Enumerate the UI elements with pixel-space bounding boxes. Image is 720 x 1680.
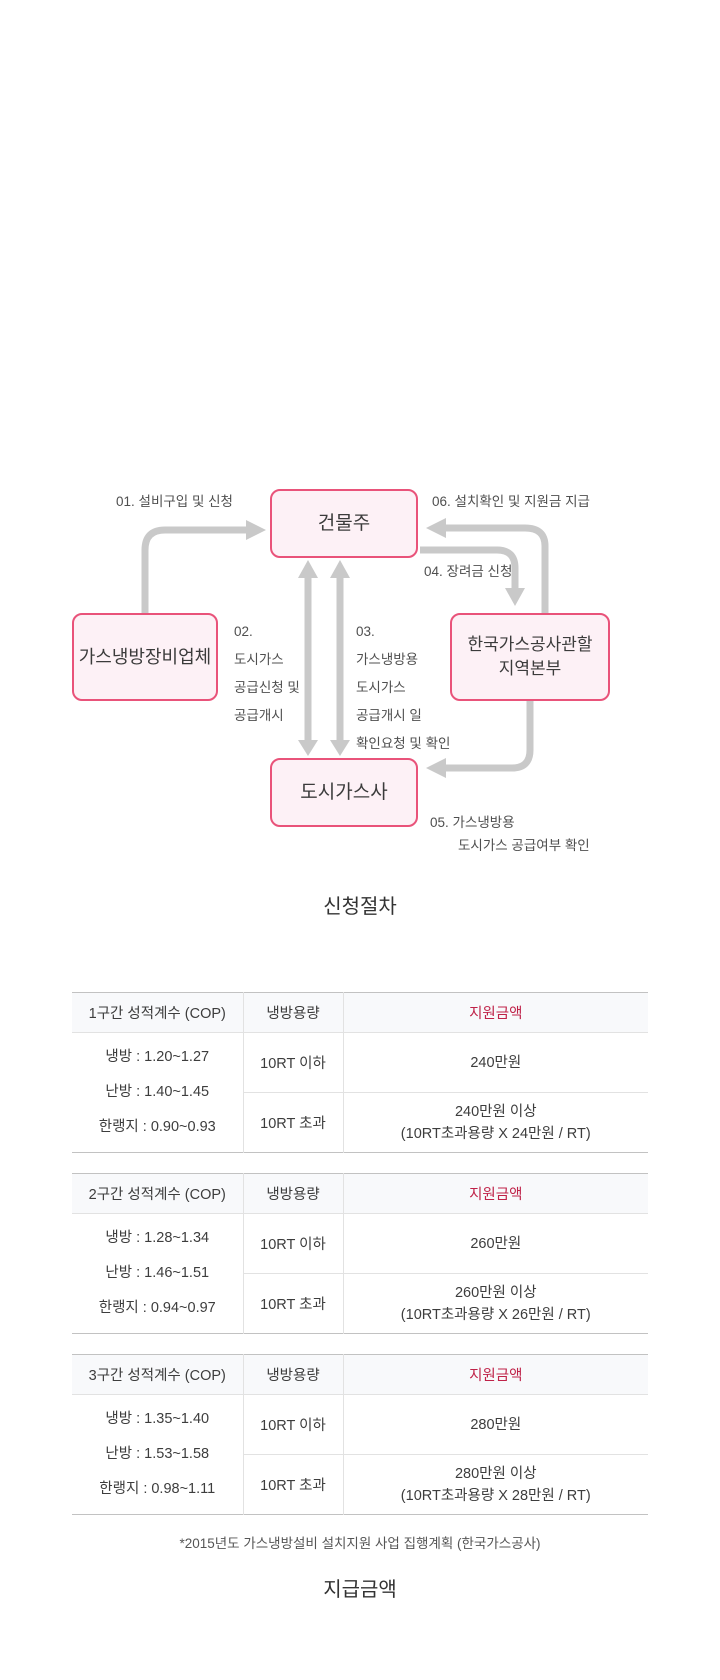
header-amount: 지원금액: [343, 1173, 648, 1214]
cell-amount: 240만원 이상 (10RT초과용량 X 24만원 / RT): [343, 1092, 648, 1153]
table-row: 10RT 초과 240만원 이상 (10RT초과용량 X 24만원 / RT): [72, 1092, 648, 1153]
arrowhead-step-02-up: [298, 560, 318, 578]
cell-capacity: 10RT 초과: [243, 1092, 344, 1153]
table-header-row: 3구간 성적계수 (COP) 냉방용량 지원금액: [72, 1354, 648, 1395]
price-table: 3구간 성적계수 (COP) 냉방용량 지원금액 냉방 : 1.35~1.40 …: [72, 1354, 648, 1515]
header-cop: 3구간 성적계수 (COP): [72, 1354, 244, 1395]
node-kogas-regional-hq: 한국가스공사관할 지역본부: [450, 613, 610, 701]
arrowhead-step-04: [505, 588, 525, 606]
cell-capacity: 10RT 초과: [243, 1454, 344, 1515]
cell-capacity: 10RT 이하: [243, 1213, 344, 1274]
table-row: 냉방 : 1.20~1.27 난방 : 1.40~1.45 한랭지 : 0.90…: [72, 1032, 648, 1153]
cell-amount: 240만원: [470, 1054, 522, 1071]
step-label-05-line1: 05. 가스냉방용: [430, 815, 515, 830]
step-label-02: 02. 도시가스 공급신청 및 공급개시: [234, 624, 300, 723]
node-equipment-company: 가스냉방장비업체: [72, 613, 218, 701]
arrowhead-step-01: [246, 520, 266, 540]
arrow-step-04: [420, 546, 519, 588]
section-title-payment: 지급금액: [323, 1579, 397, 1601]
cell-cop-values: 냉방 : 1.35~1.40 난방 : 1.53~1.58 한랭지 : 0.98…: [72, 1394, 244, 1515]
arrow-step-01: [141, 526, 246, 613]
table-row: 10RT 초과 260만원 이상 (10RT초과용량 X 26만원 / RT): [72, 1273, 648, 1334]
cell-capacity: 10RT 이하: [243, 1032, 344, 1093]
step-label-05-line2: 도시가스 공급여부 확인: [458, 838, 590, 853]
header-capacity: 냉방용량: [243, 1173, 344, 1214]
node-city-gas-company: 도시가스사: [270, 758, 418, 827]
cell-amount: 280만원: [470, 1416, 522, 1433]
cell-capacity: 10RT 이하: [243, 1394, 344, 1455]
header-capacity: 냉방용량: [243, 992, 344, 1033]
cell-cop-values: 냉방 : 1.28~1.34 난방 : 1.46~1.51 한랭지 : 0.94…: [72, 1213, 244, 1334]
step-label-04: 04. 장려금 신청: [424, 564, 513, 579]
footnote: *2015년도 가스냉방설비 설치지원 사업 집행계획 (한국가스공사): [179, 1536, 541, 1551]
arrowhead-step-05: [426, 758, 446, 778]
cell-amount: 260만원 이상 (10RT초과용량 X 26만원 / RT): [343, 1273, 648, 1334]
price-table: 1구간 성적계수 (COP) 냉방용량 지원금액 냉방 : 1.20~1.27 …: [72, 992, 648, 1153]
section-title-procedure: 신청절차: [323, 896, 397, 918]
table-header-row: 2구간 성적계수 (COP) 냉방용량 지원금액: [72, 1173, 648, 1214]
table-row: 냉방 : 1.35~1.40 난방 : 1.53~1.58 한랭지 : 0.98…: [72, 1394, 648, 1515]
arrowhead-step-03-down: [330, 740, 350, 756]
price-table: 2구간 성적계수 (COP) 냉방용량 지원금액 냉방 : 1.28~1.34 …: [72, 1173, 648, 1334]
cell-cop-values: 냉방 : 1.20~1.27 난방 : 1.40~1.45 한랭지 : 0.90…: [72, 1032, 244, 1153]
step-label-01: 01. 설비구입 및 신청: [116, 494, 233, 509]
header-amount: 지원금액: [343, 992, 648, 1033]
table-row: 10RT 초과 280만원 이상 (10RT초과용량 X 28만원 / RT): [72, 1454, 648, 1515]
price-tables: 1구간 성적계수 (COP) 냉방용량 지원금액 냉방 : 1.20~1.27 …: [72, 992, 648, 1535]
arrowhead-step-06: [426, 518, 446, 538]
table-row: 냉방 : 1.28~1.34 난방 : 1.46~1.51 한랭지 : 0.94…: [72, 1213, 648, 1334]
cell-amount: 280만원 이상 (10RT초과용량 X 28만원 / RT): [343, 1454, 648, 1515]
header-cop: 1구간 성적계수 (COP): [72, 992, 244, 1033]
process-flow-diagram: 건물주 가스냉방장비업체 한국가스공사관할 지역본부 도시가스사 01. 설비구…: [0, 450, 720, 853]
arrowhead-step-02-down: [298, 740, 318, 756]
header-amount: 지원금액: [343, 1354, 648, 1395]
arrow-step-06: [446, 524, 549, 613]
step-label-03: 03. 가스냉방용 도시가스 공급개시 일 확인요청 및 확인: [356, 624, 451, 751]
node-building-owner: 건물주: [270, 489, 418, 558]
flow-arrows: [141, 518, 549, 778]
arrow-step-05: [446, 701, 534, 772]
step-label-06: 06. 설치확인 및 지원금 지급: [432, 494, 590, 509]
table-header-row: 1구간 성적계수 (COP) 냉방용량 지원금액: [72, 992, 648, 1033]
header-capacity: 냉방용량: [243, 1354, 344, 1395]
cell-capacity: 10RT 초과: [243, 1273, 344, 1334]
cell-amount: 260만원: [470, 1235, 522, 1252]
step-label-05: 05. 가스냉방용 도시가스 공급여부 확인: [430, 788, 590, 880]
arrowhead-step-03-up: [330, 560, 350, 578]
header-cop: 2구간 성적계수 (COP): [72, 1173, 244, 1214]
